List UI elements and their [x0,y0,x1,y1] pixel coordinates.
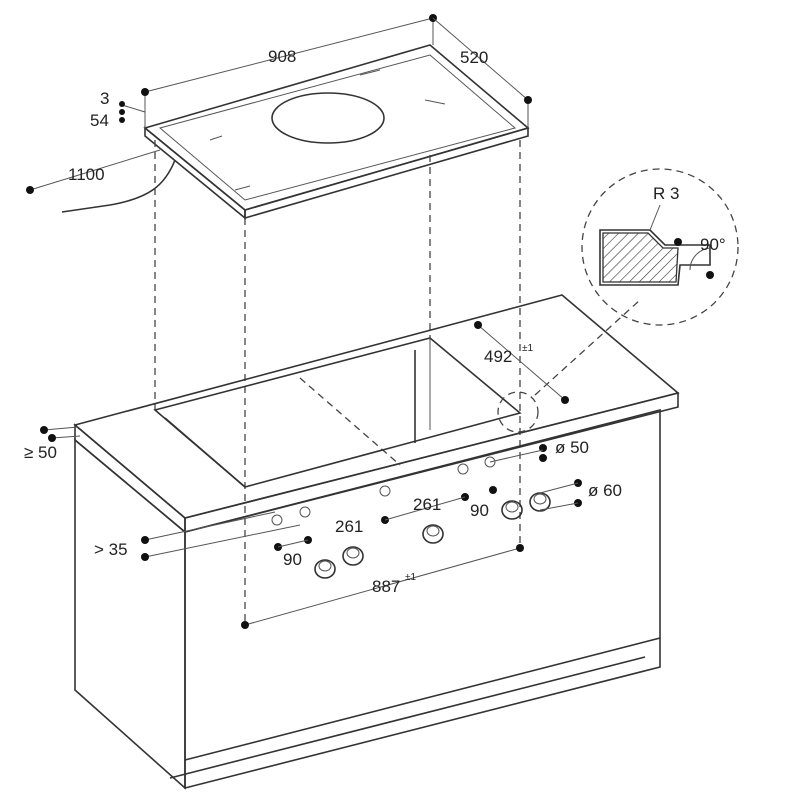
dim-knob-gap-1: 261 [335,517,363,536]
dim-cutout-depth-tol: ±1 [522,343,533,354]
dim-knob-offset: > 35 [94,540,128,559]
edge-detail: R 3 90° [581,168,739,326]
hob-dimensions: 908 520 3 54 1100 [26,14,532,194]
dim-front-distance: ≥ 50 [24,443,57,462]
dim-hob-top: 3 [100,89,109,108]
dim-cutout-depth: 492 [484,347,512,366]
dim-knob-gap-2: 261 [413,495,441,514]
dim-edge-angle: 90° [700,235,726,254]
knob-4 [501,500,523,520]
knob-3 [422,524,444,544]
dim-knob-spacing-left: 90 [283,550,302,569]
cooktop [61,44,530,220]
cabinet [73,294,680,790]
dim-hole-diameter: ø 50 [555,438,589,457]
dim-hob-height: 54 [90,111,109,130]
knob-2 [342,546,364,566]
dim-cutout-width-tol: ±1 [405,572,416,583]
dim-hob-width: 908 [268,47,296,66]
dim-knob-diameter: ø 60 [588,481,622,500]
projection-lines [154,140,641,625]
dim-edge-radius: R 3 [653,184,679,203]
dim-hob-depth: 520 [460,48,488,67]
knob-1 [314,559,336,579]
control-knobs: 90 261 261 90 ø 50 ø 60 [271,438,622,579]
power-cable [61,159,176,213]
dim-cable-length: 1100 [68,165,105,184]
dim-knob-spacing-right: 90 [470,501,489,520]
cooking-zone-icon [271,92,385,144]
dim-cutout-width: 887 [372,577,400,596]
cabinet-dimensions: 492 ±1 ≥ 50 887 ±1 > 35 [24,321,569,629]
